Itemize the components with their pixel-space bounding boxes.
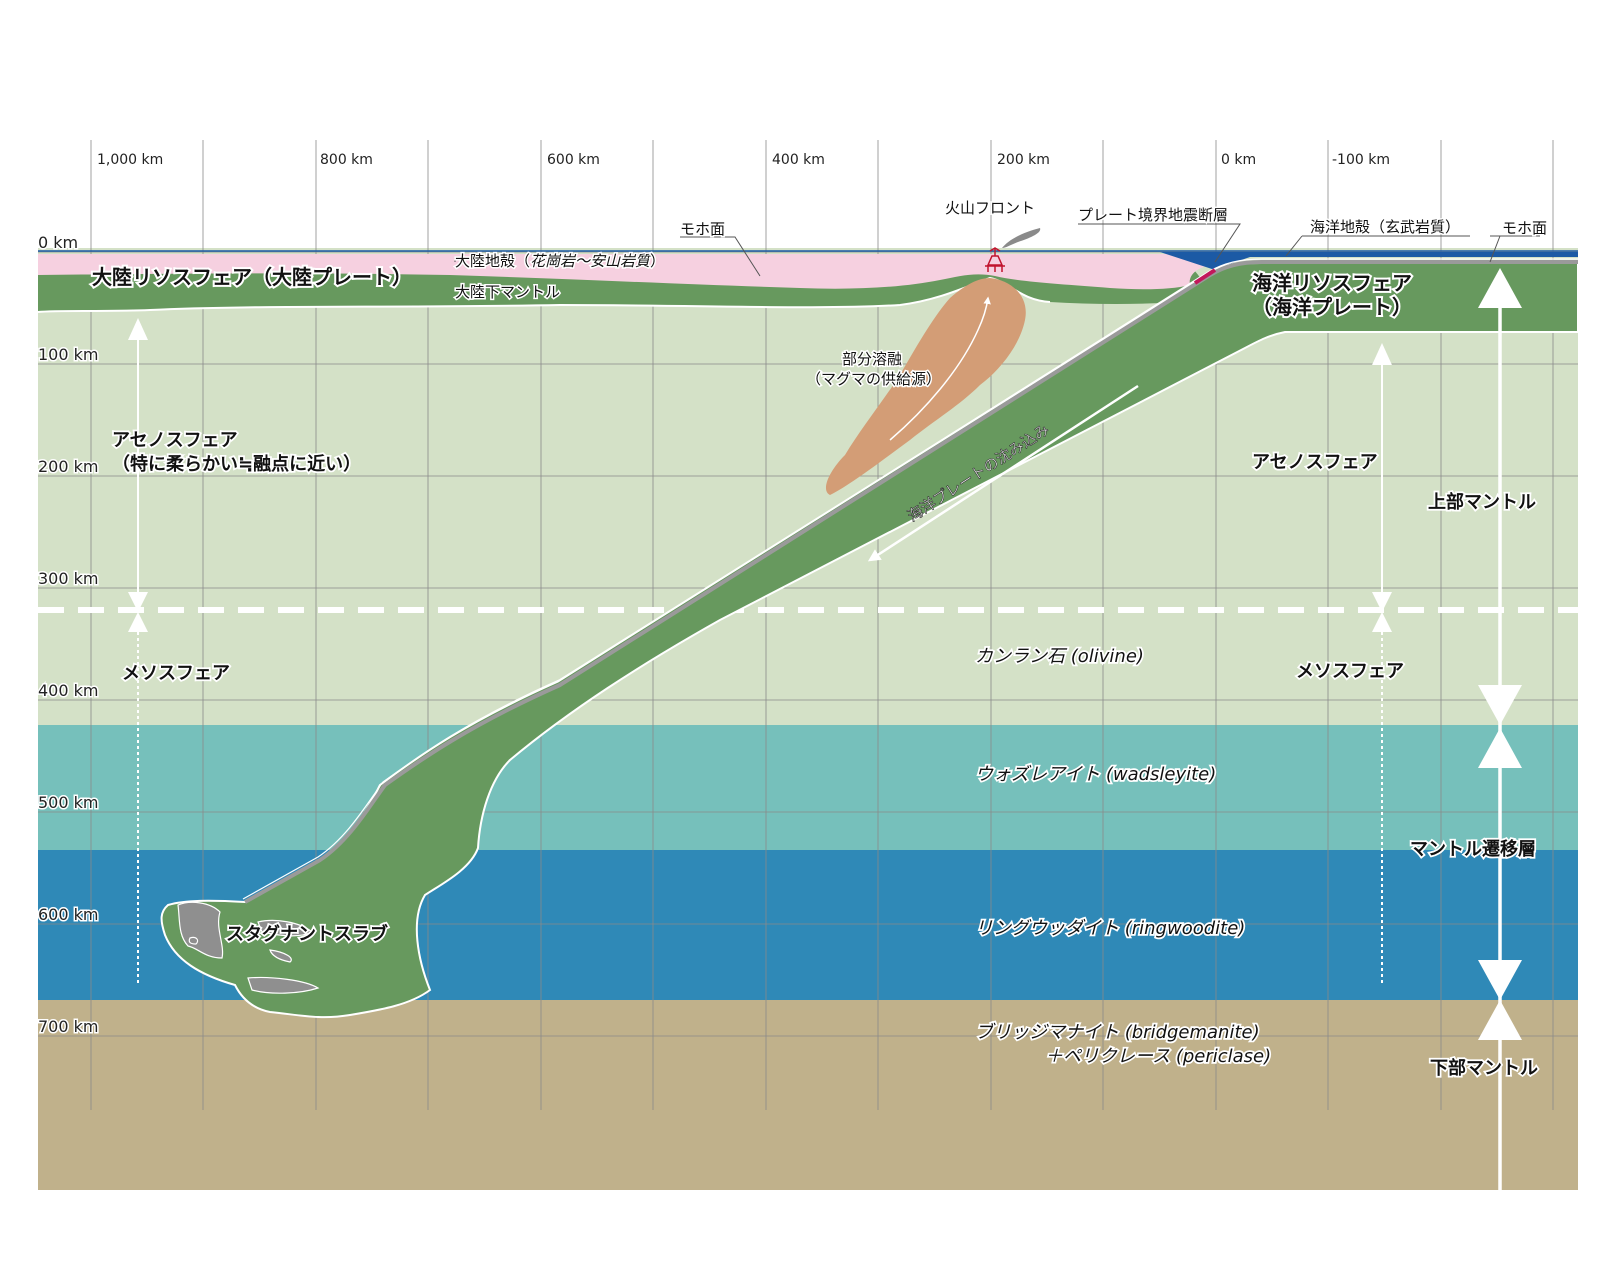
distance-tick: -100 km: [1332, 152, 1390, 168]
depth-tick: 100 km: [38, 345, 98, 364]
magma-rise-arrow: [889, 296, 991, 441]
olivine-label: カンラン石 (olivine): [975, 646, 1144, 667]
lower-mantle-label: 下部マントル: [1430, 1057, 1538, 1079]
depth-tick: 0 km: [38, 233, 78, 252]
partial-melt-zone: [825, 278, 1026, 495]
oceanic-lithosphere-slab: [160, 262, 1579, 1019]
oceanic-lithosphere-label-2: （海洋プレート）: [1252, 295, 1412, 319]
oceanic-crust-slab-top-highlight: [242, 258, 1578, 900]
partial-melt-label-1: 部分溶融: [842, 350, 902, 368]
depth-tick: 600 km: [38, 905, 98, 924]
transition-zone-label: マントル遷移層: [1410, 838, 1536, 860]
mesosphere-left-label: メソスフェア: [122, 663, 230, 684]
plate-boundary-fault-label: プレート境界地震断層: [1078, 206, 1228, 224]
distance-tick: 200 km: [997, 152, 1050, 168]
distance-tick: 600 km: [547, 152, 600, 168]
asthenosphere-right-label: アセノスフェア: [1252, 452, 1378, 473]
continental-lithosphere-label: 大陸リソスフェア（大陸プレート）: [92, 265, 412, 289]
depth-axis: 0 km 100 km 200 km 300 km 400 km 500 km …: [37, 232, 100, 1038]
plate-boundary-fault-segment: [1193, 268, 1217, 285]
depth-tick: 500 km: [38, 793, 98, 812]
continental-crust-label: 大陸地殻（花崗岩〜安山岩質）: [455, 252, 665, 270]
wadsleyite-label: ウォズレアイト (wadsleyite): [975, 764, 1216, 785]
leader-lines: [454, 223, 1540, 277]
distance-tick: 0 km: [1221, 152, 1256, 168]
asthenosphere-left-label-1: アセノスフェア: [112, 430, 238, 451]
left-layer-arrows: [128, 318, 148, 985]
upper-mantle-label: 上部マントル: [1428, 491, 1536, 513]
bridgemanite-label-2: ＋ペリクレース (periclase): [1045, 1046, 1271, 1067]
depth-tick: 400 km: [38, 681, 98, 700]
depth-tick: 200 km: [38, 457, 98, 476]
stagnant-slab-fragments: [177, 901, 320, 994]
ringwoodite-label: リングウッダイト (ringwoodite): [975, 918, 1245, 939]
lower-mantle-layer: [38, 1000, 1578, 1190]
distance-tick: 800 km: [320, 152, 373, 168]
volcano-icon: [985, 228, 1041, 272]
oceanic-crust-slab-top: [244, 260, 1578, 904]
distance-tick: 1,000 km: [97, 152, 163, 168]
continental-crust: [38, 254, 1222, 290]
depth-tick: 700 km: [38, 1017, 98, 1036]
oceanic-lithosphere-label-1: 海洋リソスフェア: [1252, 271, 1412, 295]
mesosphere-right-label: メソスフェア: [1296, 661, 1404, 682]
distance-tick: 400 km: [772, 152, 825, 168]
oceanic-crust-label: 海洋地殻（玄武岩質）: [1310, 218, 1460, 236]
stagnant-slab-label: スタグナントスラブ: [226, 923, 388, 945]
asthenosphere-left-label-2: （特に柔らかい≒融点に近い）: [112, 453, 361, 475]
volcanic-front-label: 火山フロント: [945, 199, 1035, 217]
wadsleyite-layer: [38, 725, 1578, 850]
moho-left-label: モホ面: [680, 220, 725, 238]
partial-melt-label-2: （マグマの供給源）: [806, 370, 941, 388]
right-layer-arrows: [1372, 343, 1392, 985]
subcontinental-mantle-label: 大陸下マントル: [455, 283, 560, 301]
mantle-division-arrows: [1478, 268, 1522, 1190]
distance-axis: 1,000 km 800 km 600 km 400 km 200 km 0 k…: [97, 152, 1390, 168]
subduction-arrow: [867, 384, 1139, 562]
moho-right-label: モホ面: [1502, 219, 1547, 237]
bridgemanite-label-1: ブリッジマナイト (bridgemanite): [975, 1022, 1260, 1043]
depth-tick: 300 km: [38, 569, 98, 588]
ocean-water: [1160, 252, 1578, 270]
